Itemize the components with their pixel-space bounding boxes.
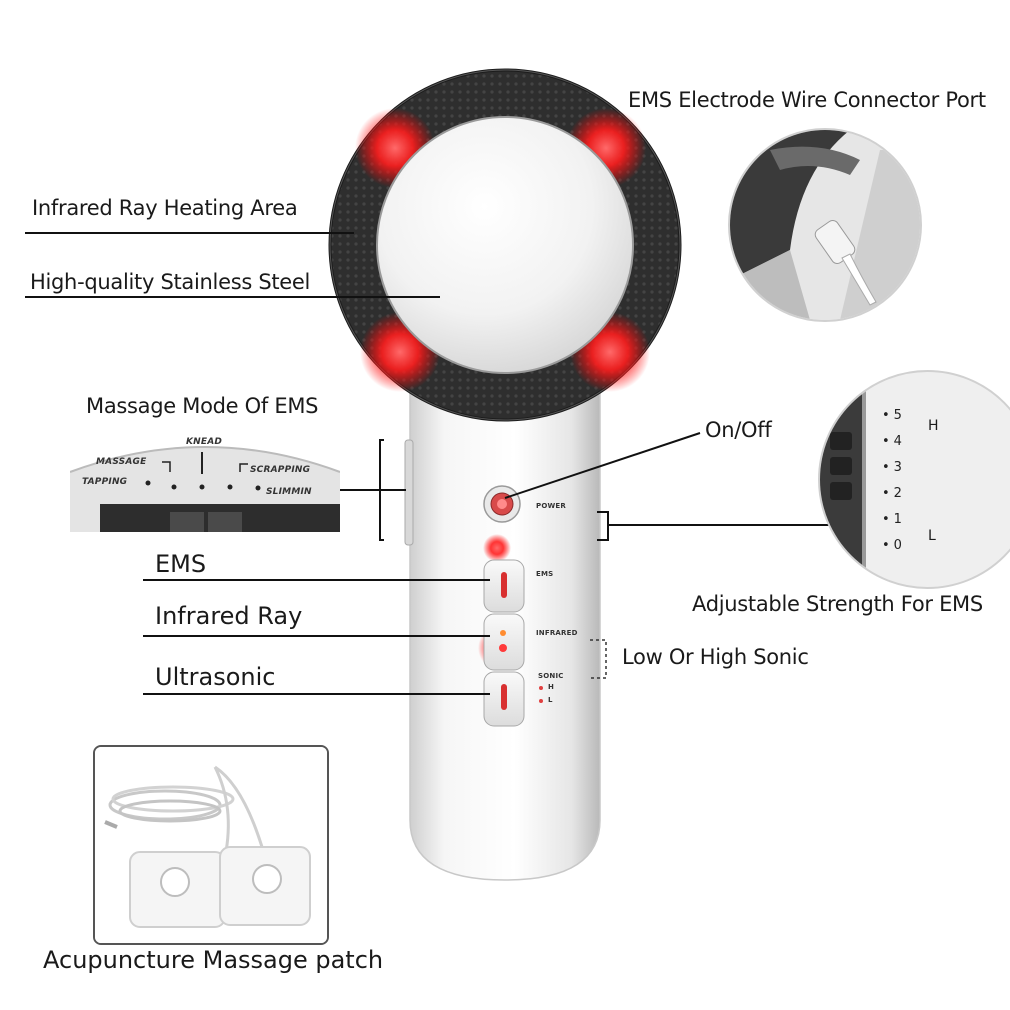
strength-level-dot: • [882,538,890,553]
strength-level-dot: • [882,408,890,423]
ems-device-label: EMS [536,570,554,578]
sonic-button[interactable] [484,672,524,726]
strength-level-dot: • [882,512,890,527]
connector-port-inset [728,128,922,322]
strength-level-1: •1 [882,512,942,538]
mode-massage: MASSAGE [96,457,147,467]
strength-level-dot: • [882,460,890,475]
strength-level-value: 5 [893,408,902,423]
strength-level-2: •2 [882,486,942,512]
strength-level-list: •5•4•3•2•1•0 [882,408,942,564]
sonic-low-label: L [548,696,553,704]
mode-knead: KNEAD [186,437,223,447]
strength-level-value: 2 [893,486,902,501]
low-high-sonic-label: Low Or High Sonic [622,645,809,669]
infrared-ray-label: Infrared Ray [155,602,303,630]
strength-level-0: •0 [882,538,942,564]
strength-level-value: 1 [893,512,902,527]
power-button[interactable] [484,486,520,522]
strength-level-4: •4 [882,434,942,460]
ultrasonic-label: Ultrasonic [155,663,276,691]
strength-level-3: •3 [882,460,942,486]
infrared-device-label: INFRARED [536,629,578,637]
ems-label: EMS [155,550,207,578]
strength-level-dot: • [882,486,890,501]
massage-mode-label: Massage Mode Of EMS [86,394,319,418]
strength-low-label: L [928,528,936,544]
strength-scale-inset: •5•4•3•2•1•0 H L [818,370,1010,589]
strength-level-value: 0 [893,538,902,553]
sonic-low-indicator [539,699,543,703]
infrared-button-shape [483,613,525,671]
steel-plate [376,116,634,374]
stainless-steel-label: High-quality Stainless Steel [30,270,311,294]
patch-photo [95,747,327,943]
infrared-heating-label: Infrared Ray Heating Area [32,196,298,220]
sonic-high-indicator [539,686,543,690]
on-off-label: On/Off [705,418,772,442]
mode-dial-inset: KNEAD MASSAGE SCRAPPING TAPPING SLIMMIN [70,432,340,532]
power-label: POWER [536,502,566,510]
strength-wheel[interactable] [820,372,862,587]
connector-port-photo [730,130,920,320]
strength-level-value: 4 [893,434,902,449]
strength-level-value: 3 [893,460,902,475]
strength-high-label: H [928,418,939,434]
strength-level-dot: • [882,434,890,449]
strength-level-5: •5 [882,408,942,434]
adjustable-strength-label: Adjustable Strength For EMS [692,592,983,616]
connector-port-label: EMS Electrode Wire Connector Port [628,88,986,112]
ems-button[interactable] [484,560,524,612]
sonic-device-label: SONIC [538,672,564,680]
patch-label: Acupuncture Massage patch [43,946,384,974]
mode-tapping: TAPPING [82,477,128,487]
mode-slimming: SLIMMIN [266,487,312,497]
mode-scrapping: SCRAPPING [250,465,311,475]
sonic-high-label: H [548,683,555,691]
infrared-button[interactable] [484,614,524,670]
patch-image-box [93,745,329,945]
